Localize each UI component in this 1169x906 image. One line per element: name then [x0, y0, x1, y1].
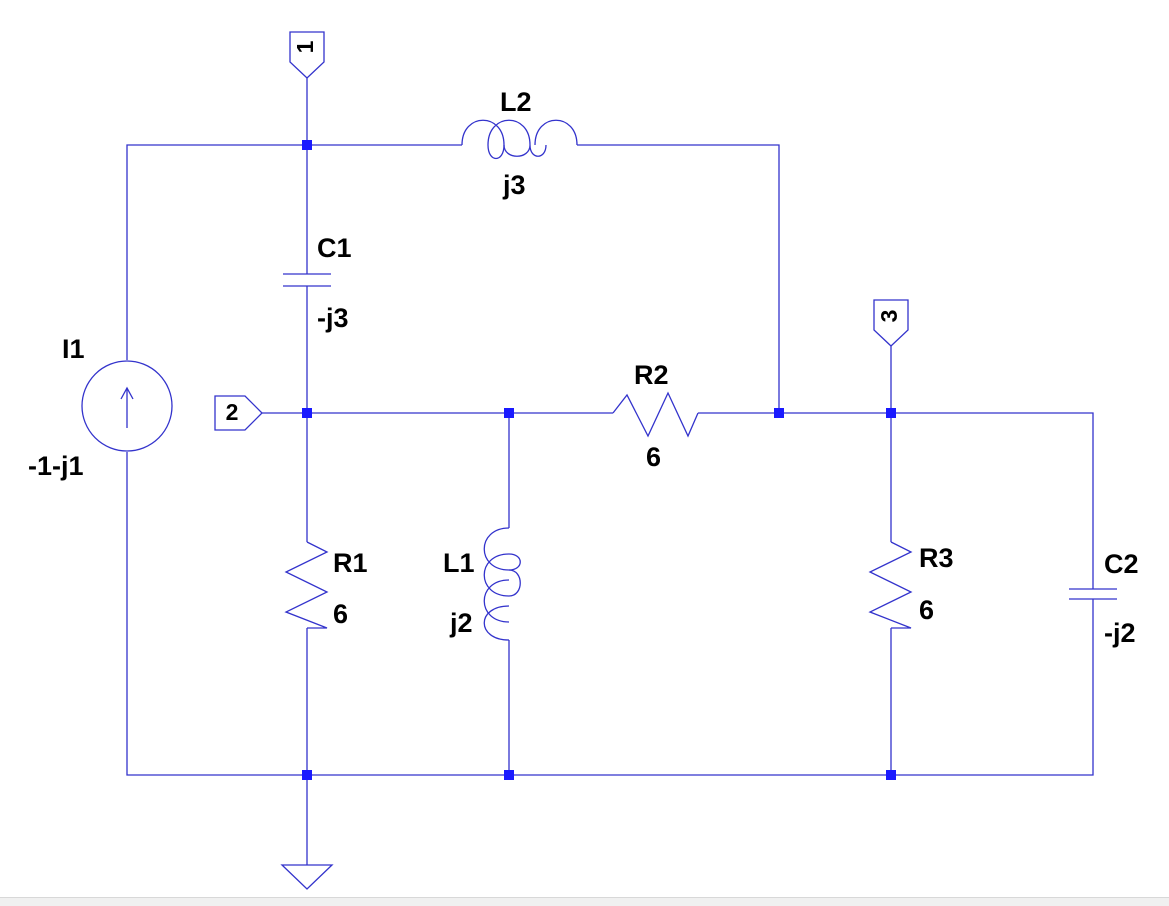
ground-icon[interactable] [280, 864, 334, 890]
wire-i1-top [126, 144, 307, 360]
junctions [302, 140, 896, 780]
junction-dot [504, 770, 514, 780]
junction-dot [886, 770, 896, 780]
l2-value: j3 [502, 170, 526, 200]
c1-name: C1 [317, 233, 352, 263]
port-1-label: 1 [292, 40, 318, 53]
resistor-r1[interactable] [284, 541, 329, 629]
r3-name: R3 [919, 543, 954, 573]
wire-c2-right [891, 412, 1094, 589]
port-3-label: 3 [876, 310, 902, 323]
current-source-i1[interactable] [81, 360, 173, 452]
r1-value: 6 [333, 599, 348, 629]
capacitor-c1[interactable] [283, 273, 331, 287]
c2-name: C2 [1104, 549, 1139, 579]
junction-dot [302, 408, 312, 418]
r1-name: R1 [333, 548, 368, 578]
wire-c2-bottom [891, 599, 1094, 776]
c1-value: -j3 [317, 303, 349, 333]
wire-l2-right [577, 144, 780, 413]
r2-value: 6 [646, 442, 661, 472]
resistor-r2[interactable] [612, 391, 699, 438]
port-1-flag[interactable]: 1 [289, 31, 325, 79]
i1-value: -1-j1 [28, 451, 84, 481]
r2-name: R2 [634, 360, 669, 390]
i1-name: I1 [62, 334, 85, 364]
junction-dot [302, 140, 312, 150]
status-strip [0, 897, 1169, 906]
c2-value: -j2 [1104, 618, 1136, 648]
junction-dot [774, 408, 784, 418]
arrow-up-icon [120, 386, 134, 428]
junction-dot [302, 770, 312, 780]
junction-dot [504, 408, 514, 418]
r3-value: 6 [919, 595, 934, 625]
l1-name: L1 [443, 548, 475, 578]
resistor-r3[interactable] [868, 541, 913, 629]
inductor-l2[interactable] [461, 119, 578, 160]
junction-dot [886, 408, 896, 418]
inductor-l1[interactable] [483, 527, 521, 641]
port-3-flag[interactable]: 3 [873, 299, 909, 347]
port-2-label: 2 [226, 399, 239, 425]
capacitor-c2[interactable] [1069, 588, 1117, 600]
wires [126, 78, 1094, 865]
l1-value: j2 [449, 608, 473, 638]
wire-i1-bottom [126, 452, 891, 776]
l2-name: L2 [500, 87, 532, 117]
port-2-flag[interactable]: 2 [214, 395, 263, 431]
